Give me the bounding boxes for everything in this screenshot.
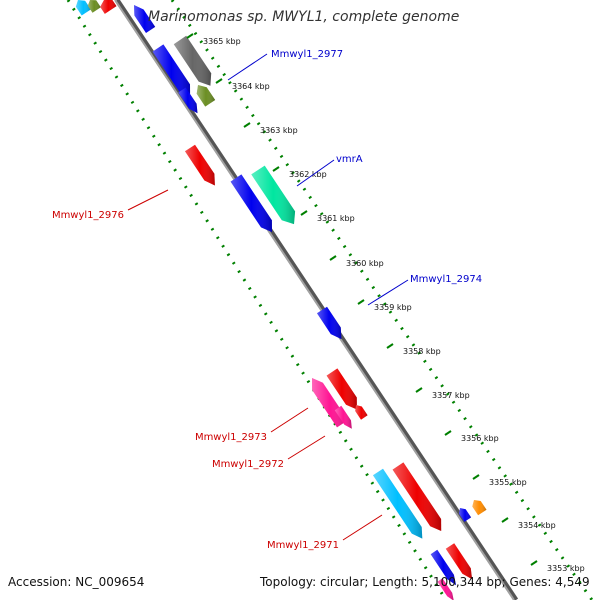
topology-text: Topology: circular; Length: 5,100,344 bp… — [260, 575, 590, 589]
tick-marks: 3365 kbp 3364 kbp 3363 kbp 3362 kbp 3361 kbp… — [186, 33, 585, 573]
gene-label: Mmwyl1_2976 — [52, 210, 124, 221]
tick-label: 3365 kbp — [203, 37, 241, 46]
gene-vmrA-shading — [251, 165, 296, 225]
gene-label: Mmwyl1_2971 — [267, 540, 339, 551]
gene-label: vmrA — [336, 154, 363, 165]
gene-red-top-shading — [100, 0, 117, 14]
gene-mmwyl1-2974-shading — [317, 306, 342, 340]
label-leader-line — [296, 159, 335, 187]
tick-label: 3358 kbp — [403, 347, 441, 356]
tick-label: 3360 kbp — [346, 259, 384, 268]
gene-red-small-shading — [355, 405, 368, 420]
label-leader-lines: Mmwyl1_2977 vmrA Mmwyl1_2974 Mmwyl1_2976Mmw… — [52, 49, 482, 551]
tick-label: 3357 kbp — [432, 391, 470, 400]
gene-features — [75, 0, 487, 600]
gene-mmwyl1-2972-shading — [334, 405, 352, 429]
tick-label: 3355 kbp — [489, 478, 527, 487]
tick-mark — [415, 387, 423, 393]
gene-label: Mmwyl1_2974 — [410, 274, 482, 285]
gene-blue-mid-shading — [230, 174, 272, 233]
tick-label: 3362 kbp — [289, 170, 327, 179]
outer-dotted-track — [170, 0, 594, 600]
gene-blue-upper-shading — [152, 44, 191, 97]
tick-label: 3359 kbp — [374, 303, 412, 312]
gene-red-bottom-shading — [445, 543, 473, 580]
gene-blue-small-shading — [178, 87, 198, 114]
gene-orange-3355-shading — [472, 500, 487, 516]
gene-mmwyl1-2971-shading — [373, 468, 423, 539]
tick-mark — [329, 255, 337, 261]
label-leader-line — [287, 435, 326, 460]
gene-label: Mmwyl1_2972 — [212, 459, 284, 470]
label-leader-line — [270, 407, 309, 433]
accession-text: Accession: NC_009654 — [8, 575, 145, 589]
tick-label: 3354 kbp — [518, 521, 556, 530]
tick-mark — [472, 474, 480, 480]
tick-mark — [186, 33, 194, 39]
gene-red-3357-shading — [326, 368, 357, 410]
gene-label: Mmwyl1_2977 — [271, 49, 343, 60]
tick-label: 3356 kbp — [461, 434, 499, 443]
label-leader-line — [342, 514, 383, 541]
gene-pink-bottom-shading — [437, 578, 454, 600]
gene-mmwyl1-2976-shading — [185, 144, 215, 186]
tick-mark — [501, 517, 509, 523]
tick-label: 3361 kbp — [317, 214, 355, 223]
label-leader-line — [127, 189, 169, 211]
gene-label: Mmwyl1_2973 — [195, 432, 267, 443]
tick-mark — [444, 430, 452, 436]
tick-mark — [530, 560, 538, 566]
tick-mark — [272, 166, 280, 172]
tick-label: 3363 kbp — [260, 126, 298, 135]
gene-olive-shading — [196, 85, 216, 107]
tick-mark — [300, 210, 308, 216]
tick-mark — [215, 78, 223, 84]
gene-red-3355-shading — [392, 462, 442, 531]
gene-grey-shading — [173, 35, 212, 86]
gene-blue-top-shading — [134, 5, 156, 33]
gene-blue-bottom-shading — [430, 549, 457, 586]
inner-dotted-track — [66, 0, 448, 600]
tick-mark — [357, 299, 365, 305]
label-leader-line — [227, 53, 268, 81]
gene-blue-3355-shading — [459, 508, 472, 522]
tick-label: 3353 kbp — [547, 564, 585, 573]
label-leader-line — [367, 279, 409, 306]
gene-tan-top-shading — [87, 0, 101, 13]
genome-backbone — [114, 0, 515, 600]
genome-title: Marinomonas sp. MWYL1, complete genome — [148, 9, 460, 25]
gene-cyan-top-shading — [75, 0, 91, 16]
tick-label: 3364 kbp — [232, 82, 270, 91]
tick-mark — [386, 343, 394, 349]
genome-backbone-shadow — [114, 0, 519, 600]
tick-mark — [243, 122, 251, 128]
